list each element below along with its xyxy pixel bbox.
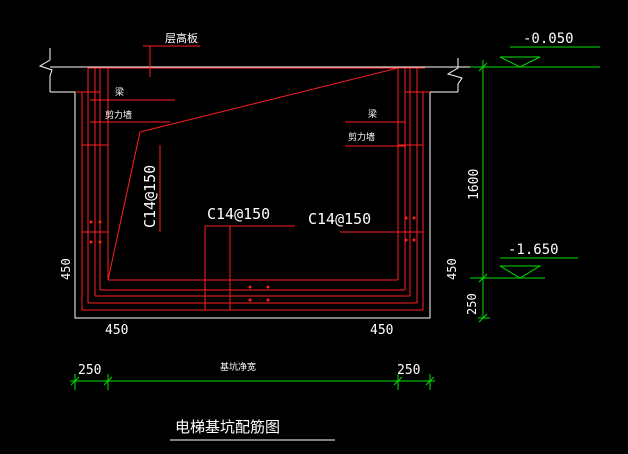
rebar-dot <box>404 216 408 220</box>
slab-thickness-right: 450 <box>445 258 459 280</box>
bottom-rebar-label-right: C14@150 <box>308 210 371 228</box>
dimension-lines <box>70 46 600 390</box>
pit-width-label: 基坑净宽 <box>220 361 256 373</box>
drawing-title: 电梯基坑配筋图 <box>175 418 280 436</box>
bottom-rebar-label-left: C14@150 <box>207 205 270 223</box>
rebar-dots <box>89 216 416 302</box>
dim-slash <box>478 313 488 323</box>
break-symbol-left <box>38 48 53 92</box>
haunch-rebar <box>107 67 399 281</box>
base-extra-dimension: 250 <box>465 293 479 315</box>
rebar-dot <box>89 220 93 224</box>
text-labels: 层高板 梁 剪力墙 梁 剪力墙 C14@150 C14@150 C14@150 … <box>59 31 574 436</box>
elevation-triangle-top <box>499 56 541 68</box>
bottom-right-dimension: 250 <box>397 363 420 378</box>
rebar-dot <box>248 285 252 289</box>
dim-slash <box>103 376 113 386</box>
depth-dimension: 1600 <box>467 169 482 200</box>
elevation-bottom: -1.650 <box>508 242 559 258</box>
wall-rebar-label: C14@150 <box>141 165 159 228</box>
rebar-dot <box>98 220 102 224</box>
left-outer-wall <box>50 91 100 319</box>
rebar-dot <box>266 298 270 302</box>
elevation-triangle-bottom <box>499 265 542 279</box>
dim-slash <box>70 376 80 386</box>
slab-thickness-left: 450 <box>59 258 73 280</box>
bottom-left-dimension: 250 <box>78 363 101 378</box>
dim-slash <box>393 376 403 386</box>
rebar-dot <box>89 240 93 244</box>
right-outer-wall <box>400 91 458 319</box>
rebar-dot <box>266 285 270 289</box>
rebar-lines <box>75 45 430 311</box>
floor-slab-label: 层高板 <box>165 31 198 45</box>
beam-right-label: 梁 <box>368 108 377 120</box>
shear-wall-right-label: 剪力墙 <box>348 131 375 143</box>
break-symbol-right <box>446 58 463 92</box>
beam-left-label: 梁 <box>115 86 124 98</box>
rebar-dot <box>98 240 102 244</box>
rebar-dot <box>412 238 416 242</box>
elevation-top: -0.050 <box>523 31 574 47</box>
shear-wall-left-label: 剪力墙 <box>105 109 132 121</box>
concrete-outline <box>38 48 470 319</box>
wall-right-dimension: 450 <box>370 323 393 338</box>
rebar-dot <box>248 298 252 302</box>
rebar-dot <box>412 216 416 220</box>
rebar-dot <box>404 238 408 242</box>
wall-left-dimension: 450 <box>105 323 128 338</box>
dim-slash <box>425 376 435 386</box>
